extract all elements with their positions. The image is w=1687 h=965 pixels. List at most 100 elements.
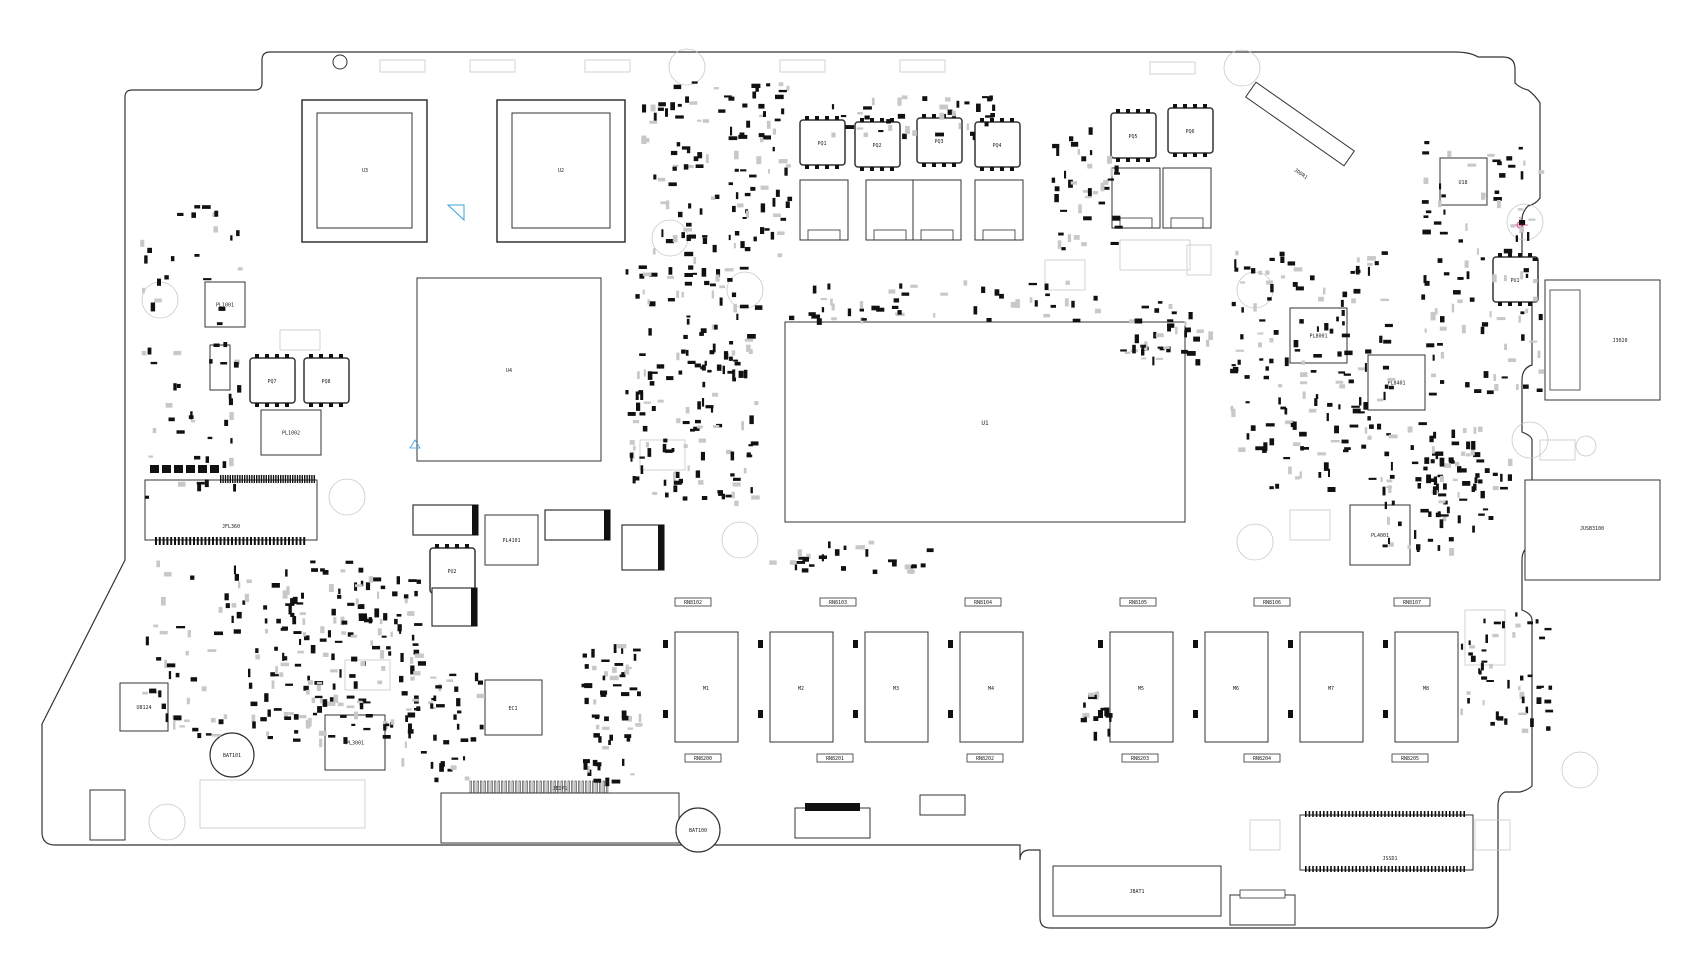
memory-chip-label: M1 bbox=[703, 686, 709, 692]
mosfet-pq5[interactable] bbox=[1110, 112, 1157, 159]
mosfet-label: PQ6 bbox=[1185, 129, 1194, 135]
inductor-label: PL8401 bbox=[1387, 381, 1405, 387]
inductor-pl1001[interactable] bbox=[204, 281, 246, 328]
connector-j3020[interactable] bbox=[1544, 279, 1661, 401]
connector-jssd[interactable] bbox=[1299, 814, 1474, 871]
inductor-label: PL1001 bbox=[216, 303, 234, 309]
memory-chip-1[interactable] bbox=[674, 631, 739, 743]
mosfet-pq4[interactable] bbox=[974, 121, 1021, 168]
chip-u3-frame bbox=[301, 99, 428, 243]
memory-chip-label: M5 bbox=[1138, 686, 1144, 692]
memory-chip-label: M4 bbox=[988, 686, 994, 692]
memory-chip-5[interactable] bbox=[1109, 631, 1174, 743]
connector-jfl360-pins bbox=[150, 465, 315, 545]
chip-ec1[interactable] bbox=[484, 679, 543, 736]
resistor-network-label: RN8107 bbox=[1403, 600, 1421, 606]
mosfet-label: PQ1 bbox=[817, 141, 826, 147]
inductor-pl1002[interactable] bbox=[260, 409, 322, 456]
chip-u1[interactable] bbox=[784, 321, 1186, 523]
mosfet-label: PQ8 bbox=[321, 379, 330, 385]
resistor-network-label: RN8201 bbox=[826, 756, 844, 762]
memory-chip-7[interactable] bbox=[1299, 631, 1364, 743]
inductor-pl3001[interactable] bbox=[324, 714, 386, 771]
mosfet-label: PU2 bbox=[447, 569, 456, 575]
memory-chip-4[interactable] bbox=[959, 631, 1024, 743]
mosfet-pq8[interactable] bbox=[303, 357, 350, 404]
resistor-network-label: RN8203 bbox=[1131, 756, 1149, 762]
mosfet-label: PQ3 bbox=[934, 139, 943, 145]
coin-battery-2[interactable] bbox=[675, 807, 721, 853]
connector-jssd-label: JSSD1 bbox=[1382, 856, 1397, 862]
memory-chip-6[interactable] bbox=[1204, 631, 1269, 743]
inductor-pl4101[interactable] bbox=[484, 514, 539, 566]
connector-jfl360[interactable] bbox=[144, 479, 318, 541]
resistor-network-label: RN8205 bbox=[1401, 756, 1419, 762]
connector-jusbc[interactable] bbox=[1524, 479, 1661, 581]
resistor-network-label: RN8104 bbox=[974, 600, 992, 606]
memory-chip-label: M7 bbox=[1328, 686, 1334, 692]
resistor-network-label: RN8204 bbox=[1253, 756, 1271, 762]
mosfet-label: PU1 bbox=[1510, 278, 1519, 284]
resistor-network-label: RN8200 bbox=[694, 756, 712, 762]
coin-battery-1[interactable] bbox=[209, 732, 255, 778]
connector-jbat[interactable] bbox=[1052, 865, 1222, 917]
resistor-network bbox=[1253, 597, 1291, 607]
chip-u2[interactable] bbox=[511, 112, 611, 229]
resistor-network bbox=[1121, 753, 1159, 763]
resistor-network bbox=[1393, 597, 1431, 607]
coin-battery-1-label: BAT101 bbox=[223, 753, 241, 759]
chip-u4[interactable] bbox=[416, 277, 602, 462]
chip-u1-label: U1 bbox=[981, 420, 989, 427]
chip-u2-label: U2 bbox=[558, 168, 564, 174]
memory-chip-label: M2 bbox=[798, 686, 804, 692]
memory-chip-3[interactable] bbox=[864, 631, 929, 743]
chip-u2-frame bbox=[496, 99, 626, 243]
chip-u18[interactable] bbox=[1439, 157, 1488, 206]
resistor-network bbox=[1119, 597, 1157, 607]
mosfet-pq6[interactable] bbox=[1167, 107, 1214, 154]
resistor-network-label: RN8103 bbox=[829, 600, 847, 606]
mosfet-label: PQ2 bbox=[872, 143, 881, 149]
connector-jedp[interactable] bbox=[440, 792, 680, 844]
connector-pj-top[interactable] bbox=[1244, 81, 1356, 167]
resistor-network-label: RN8102 bbox=[684, 600, 702, 606]
connector-jedp-pins bbox=[469, 780, 609, 794]
connector-jedp-label: JEDP1 bbox=[552, 786, 567, 792]
mosfet-pq7[interactable] bbox=[249, 357, 296, 404]
connector-jfl360-label: JFL360 bbox=[222, 524, 240, 530]
inductor-label: PL4101 bbox=[502, 538, 520, 544]
mosfet-label: PQ4 bbox=[992, 143, 1001, 149]
resistor-network-label: RN8106 bbox=[1263, 600, 1281, 606]
resistor-network-label: RN8202 bbox=[976, 756, 994, 762]
memory-chip-label: M6 bbox=[1233, 686, 1239, 692]
coin-battery-2-label: BAT100 bbox=[689, 828, 707, 834]
chip-ec1-label: EC1 bbox=[508, 706, 517, 712]
inductor-label: PL3001 bbox=[346, 741, 364, 747]
inductor-label: PL4001 bbox=[1371, 533, 1389, 539]
resistor-network bbox=[684, 753, 722, 763]
mosfet-label: PQ5 bbox=[1128, 134, 1137, 140]
chip-u18-label: U18 bbox=[1458, 180, 1467, 186]
board-outline bbox=[41, 51, 1541, 929]
resistor-network bbox=[964, 597, 1002, 607]
inductors: PL1001PL1002PL8001PL3001PL8401PL4001PL41… bbox=[204, 104, 1539, 771]
resistor-network bbox=[1243, 753, 1281, 763]
memory-chip-8[interactable] bbox=[1394, 631, 1459, 743]
chip-u4-label: U4 bbox=[506, 368, 512, 374]
connector-jssd-pins bbox=[1305, 811, 1465, 872]
inductor-pl4001[interactable] bbox=[1349, 504, 1411, 566]
memory-chip-2[interactable] bbox=[769, 631, 834, 743]
memory-chip-label: M3 bbox=[893, 686, 899, 692]
resistor-network bbox=[816, 753, 854, 763]
resistor-network-label: RN8105 bbox=[1129, 600, 1147, 606]
connector-j3020-label: J3020 bbox=[1612, 338, 1627, 344]
connector-jusbc-label: JUSB3100 bbox=[1580, 526, 1604, 532]
chip-u3[interactable] bbox=[316, 112, 413, 229]
connector-pj-top-label: JDDR1 bbox=[1293, 167, 1309, 181]
mosfet-pq1[interactable] bbox=[799, 119, 846, 166]
smd-components bbox=[140, 81, 1554, 787]
chip-u3-label: U3 bbox=[362, 168, 368, 174]
connector-jbat-label: JBAT1 bbox=[1129, 889, 1144, 895]
